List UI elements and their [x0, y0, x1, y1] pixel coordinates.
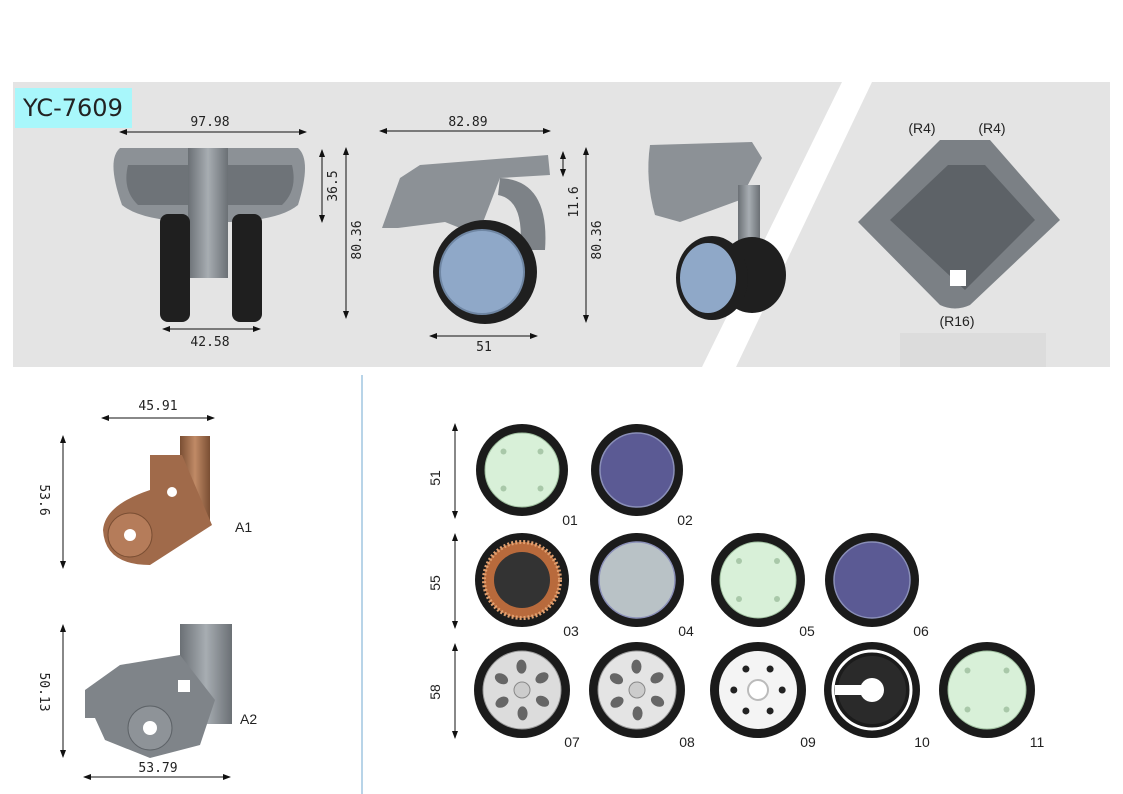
wheel-number: 10 [914, 734, 930, 750]
spoke-gap [494, 673, 509, 685]
wheel-02: 02 [591, 424, 693, 528]
hub-dot [774, 596, 780, 602]
spoke-gap [610, 696, 624, 708]
wheel-06: 06 [825, 533, 929, 639]
bottom-view: (R4) (R4) (R16) [858, 120, 1060, 329]
dim-a2-height: 50.13 [36, 672, 51, 711]
dim-side-height: 80.36 [590, 220, 605, 259]
spoke-gap [516, 659, 527, 674]
hub-dot [1003, 706, 1010, 713]
perspective-view [648, 142, 786, 320]
hub-center [628, 681, 646, 699]
dim-a2-width: 53.79 [138, 761, 177, 776]
spoke-gap [650, 695, 665, 707]
wheel-11: 11 [939, 642, 1044, 750]
bracket-a1-label: A1 [235, 519, 252, 535]
wheel-size-58: 58 [427, 684, 443, 700]
wheel-01: 01 [476, 424, 578, 528]
hub-dot [964, 706, 971, 713]
wheel-04: 04 [590, 533, 694, 639]
model-label: YC-7609 [15, 88, 132, 128]
spoke-gap [495, 696, 509, 708]
wheel-number: 01 [562, 512, 578, 528]
wheel-number: 06 [913, 623, 929, 639]
spoke-gap [632, 706, 643, 721]
wheel-05: 05 [711, 533, 815, 639]
side-view: 82.89 11.6 80.36 51 [379, 115, 605, 355]
hub-hole [742, 707, 750, 715]
wheel-number: 09 [800, 734, 816, 750]
keyhole-slot [835, 685, 872, 695]
radius-label-left: (R4) [908, 120, 935, 136]
hub-dot [500, 485, 507, 492]
hub-dot [736, 558, 742, 564]
dim-front-top-height: 36.5 [326, 170, 341, 201]
wheel-size-dims: 51 55 58 [427, 423, 458, 739]
dim-front-width: 97.98 [190, 115, 229, 130]
spoke-gap [609, 673, 624, 685]
dim-a1-width: 45.91 [138, 399, 177, 414]
wheel-hub [833, 541, 911, 619]
front-view: 97.98 36.5 80.36 42.58 [113, 115, 365, 350]
spoke-gap [535, 672, 549, 684]
wheel-hub [598, 541, 676, 619]
wheel-number: 03 [563, 623, 579, 639]
hub-center [860, 678, 884, 702]
dim-front-height: 80.36 [350, 220, 365, 259]
hub-hole [742, 665, 750, 673]
wheel-number: 04 [678, 623, 694, 639]
hub-dot [537, 448, 544, 455]
dim-side-width: 82.89 [448, 115, 487, 130]
hub-dot [500, 448, 507, 455]
wheel-hub [484, 432, 560, 508]
spoke-gap [650, 672, 664, 684]
hub-dot [774, 558, 780, 564]
spoke-gap [535, 695, 550, 707]
bracket-a1: 45.91 53.6 A1 [36, 399, 252, 569]
wheel-number: 11 [1030, 734, 1045, 750]
bracket-a2: 50.13 53.79 A2 [36, 624, 257, 780]
wheel-07: 07 [474, 642, 580, 750]
wheel-10: 10 [824, 642, 930, 750]
hub-ring [831, 649, 913, 731]
dim-wheel-span: 42.58 [190, 335, 229, 350]
wheel-08: 08 [589, 642, 695, 750]
wheel-03: 03 [475, 533, 579, 639]
hub-hole [778, 686, 786, 694]
wheel-options: 01 02 03 04 05 06 07 08 09 10 11 [474, 424, 1044, 750]
hub-hole [730, 686, 738, 694]
spoke-gap [631, 659, 642, 674]
wheel-number: 05 [799, 623, 815, 639]
hub-dot [736, 596, 742, 602]
hub-center [513, 681, 531, 699]
hub-dot [537, 485, 544, 492]
radius-label-bottom: (R16) [939, 313, 974, 329]
wheel-hub [599, 432, 675, 508]
dim-side-offset: 11.6 [567, 186, 582, 217]
wheel-hub [947, 650, 1027, 730]
wheel-number: 08 [679, 734, 695, 750]
radius-label-right: (R4) [978, 120, 1005, 136]
spoke-gap [517, 706, 528, 721]
dim-a1-height: 53.6 [36, 484, 51, 515]
hub-dot [964, 667, 971, 674]
hub-center [747, 679, 769, 701]
wheel-size-51: 51 [427, 470, 443, 486]
wheel-09: 09 [710, 642, 816, 750]
wheel-hub [719, 541, 797, 619]
hub-center [494, 552, 550, 608]
dim-side-wheel: 51 [476, 340, 492, 355]
hub-dot [1003, 667, 1010, 674]
bracket-a2-label: A2 [240, 711, 257, 727]
wheel-size-55: 55 [427, 575, 443, 591]
hub-hole [766, 665, 774, 673]
wheel-number: 07 [564, 734, 580, 750]
shadow-block [900, 333, 1046, 367]
hub-hole [766, 707, 774, 715]
wheel-number: 02 [677, 512, 693, 528]
